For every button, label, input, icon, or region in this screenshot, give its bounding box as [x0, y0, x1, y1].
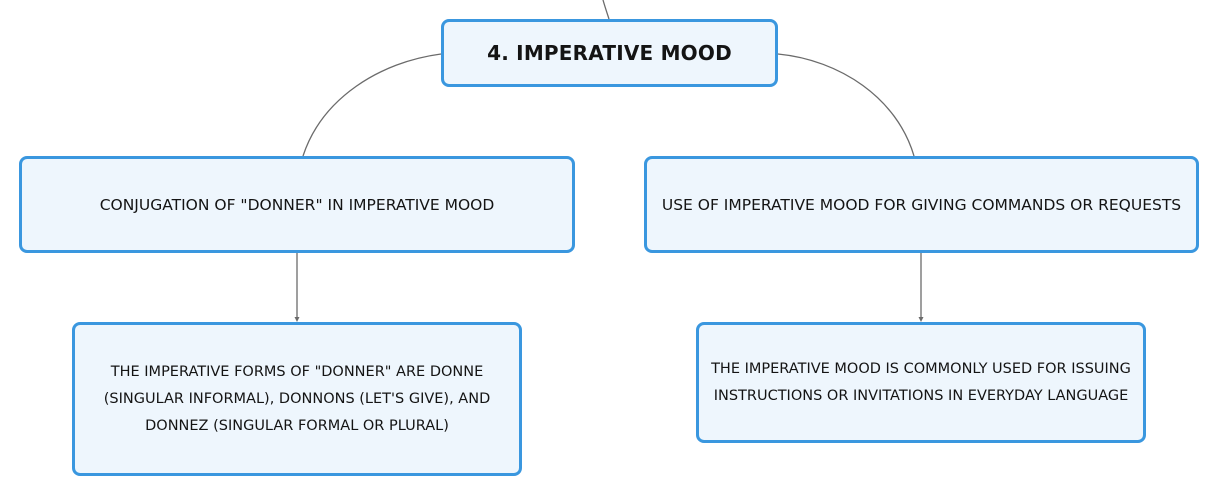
detail-node-usage-label: THE IMPERATIVE MOOD IS COMMONLY USED FOR… — [711, 360, 1131, 404]
branch-node-usage-label: USE OF IMPERATIVE MOOD FOR GIVING COMMAN… — [661, 195, 1182, 214]
connector-left-arrow-head — [294, 317, 300, 322]
detail-node-conjugation-label: THE IMPERATIVE FORMS OF "DONNER" ARE DON… — [103, 363, 491, 434]
connector-right-arrow-head — [918, 317, 924, 322]
detail-node-conjugation[interactable]: THE IMPERATIVE FORMS OF "DONNER" ARE DON… — [72, 322, 522, 476]
connector-root-to-right-branch — [777, 53, 915, 157]
root-node[interactable]: 4. IMPERATIVE MOOD — [441, 19, 778, 87]
branch-node-usage[interactable]: USE OF IMPERATIVE MOOD FOR GIVING COMMAN… — [644, 156, 1199, 253]
connector-root-to-left-branch — [302, 53, 442, 157]
branch-node-conjugation[interactable]: CONJUGATION OF "DONNER" IN IMPERATIVE MO… — [19, 156, 575, 253]
detail-node-usage[interactable]: THE IMPERATIVE MOOD IS COMMONLY USED FOR… — [696, 322, 1146, 443]
root-node-label: 4. IMPERATIVE MOOD — [487, 41, 732, 65]
parent-connector-line — [602, 0, 610, 20]
branch-node-conjugation-label: CONJUGATION OF "DONNER" IN IMPERATIVE MO… — [99, 195, 495, 214]
